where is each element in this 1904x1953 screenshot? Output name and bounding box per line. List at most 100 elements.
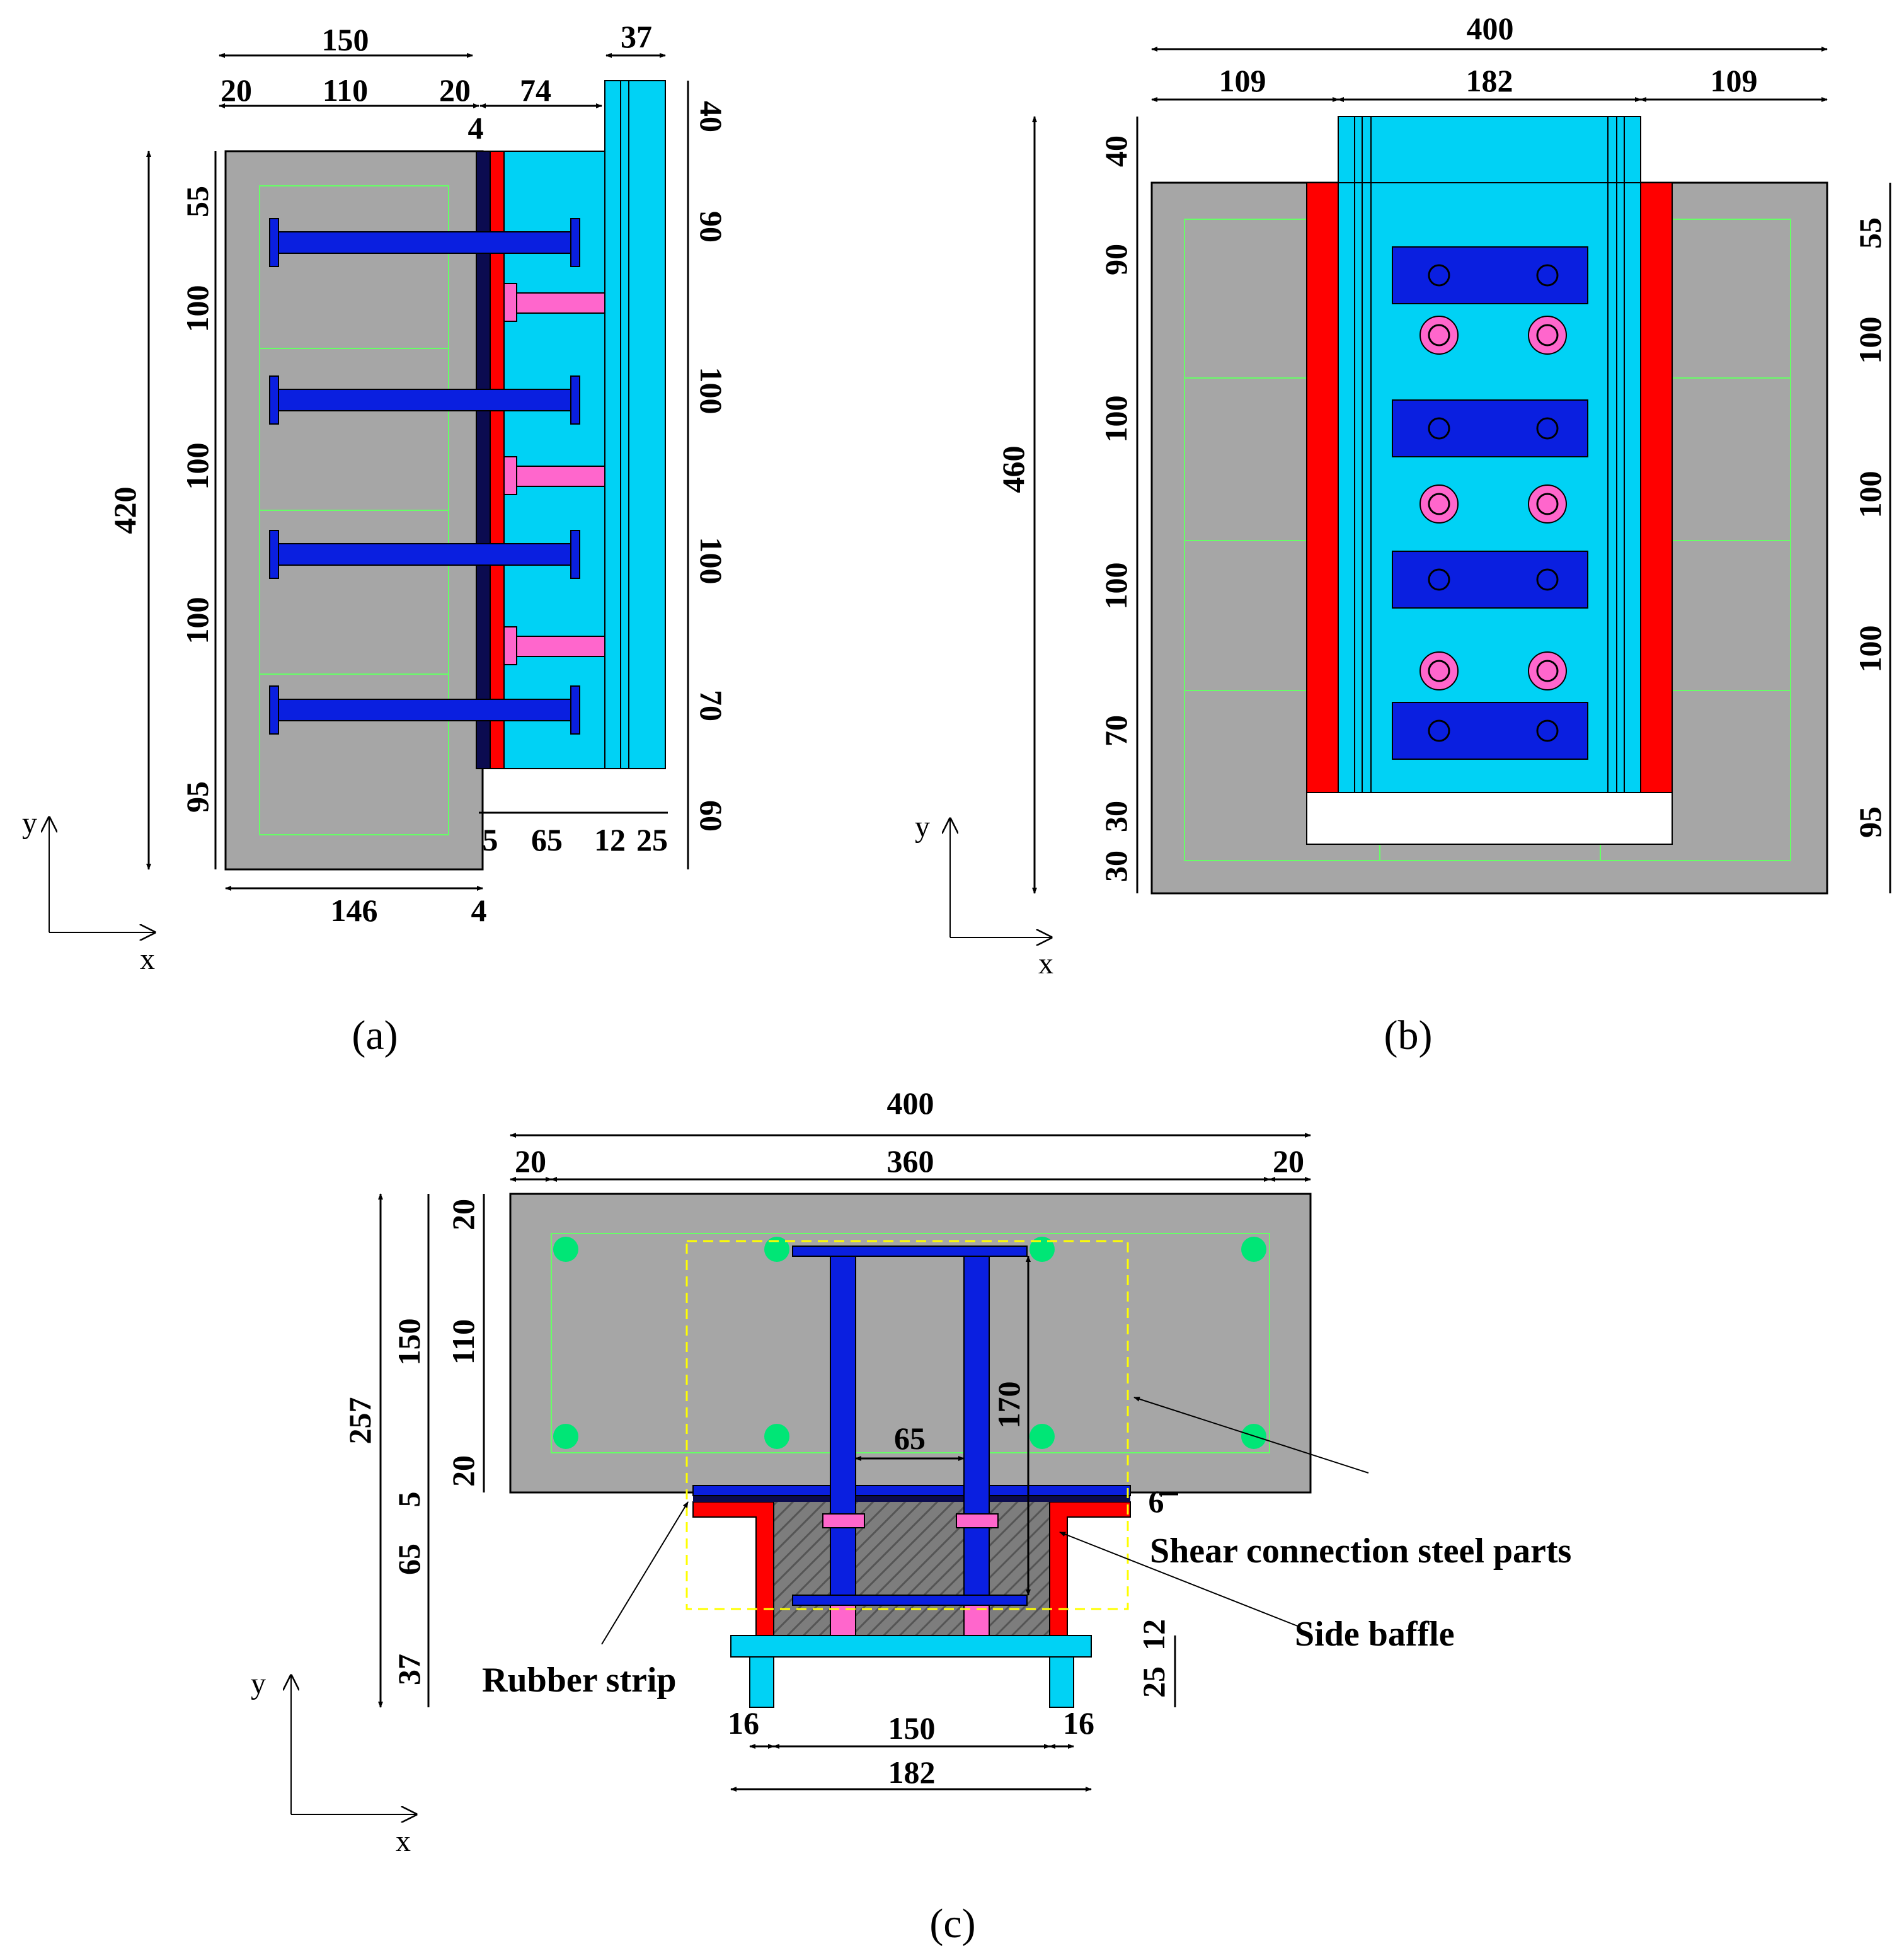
bolt-shank <box>516 466 605 487</box>
dim-text: 182 <box>888 1755 936 1790</box>
hole <box>1428 417 1450 440</box>
label-side-baffle: Side baffle <box>1295 1615 1455 1654</box>
panel-c-axes <box>291 1676 416 1814</box>
cyan-leg <box>1049 1656 1074 1708</box>
rebar <box>1029 1237 1055 1262</box>
hatched-core <box>773 1494 1050 1636</box>
dim-text: 100 <box>694 367 729 415</box>
dim-text: 5 <box>483 822 498 857</box>
cyan-flange <box>604 80 666 769</box>
dim-text: 100 <box>1852 626 1888 673</box>
bolt-head <box>1528 651 1567 690</box>
bolt-shank <box>516 636 605 657</box>
rebar-cage-outline <box>551 1233 1270 1453</box>
bolt-head <box>503 283 517 322</box>
dim-text: 74 <box>520 72 551 108</box>
dim-text: 100 <box>694 537 729 585</box>
dim-text: 400 <box>1467 11 1514 46</box>
panel-caption: (b) <box>1384 1012 1433 1058</box>
axis-label-x: x <box>140 942 155 976</box>
dim-text: 257 <box>342 1397 377 1445</box>
dim-text: 60 <box>694 800 729 832</box>
rebar <box>764 1424 789 1449</box>
dim-text: 37 <box>391 1654 427 1685</box>
dim-text: 65 <box>531 822 563 857</box>
bolt-head <box>1528 316 1567 355</box>
shear-part-outline <box>685 1240 1129 1610</box>
dim-text: 90 <box>694 211 729 243</box>
stud-head <box>570 685 580 735</box>
bolt-head <box>1536 493 1559 515</box>
panel-b-dimension-lines <box>1032 47 1891 894</box>
hole <box>1428 568 1450 591</box>
panel-caption: (a) <box>352 1012 398 1058</box>
stud-shank <box>272 231 575 254</box>
white-gap <box>1306 792 1673 845</box>
cyan-leg <box>749 1656 774 1708</box>
dim-text: 110 <box>445 1319 481 1365</box>
dim-text: 37 <box>621 19 652 54</box>
steel-web <box>963 1256 990 1596</box>
rebar <box>553 1424 578 1449</box>
dim-text: 400 <box>887 1085 934 1121</box>
dim-text: 100 <box>180 443 215 490</box>
bolt-shank <box>963 1605 990 1636</box>
panel-a-dimension-lines <box>146 53 689 891</box>
rebar <box>1241 1237 1266 1262</box>
panel-b-dimension-texts: 400 109 182 109 460 40 90 100 100 70 30 … <box>995 11 1888 882</box>
axis-label-y: y <box>22 806 37 840</box>
dim-text: 20 <box>221 72 252 108</box>
dim-text: 4 <box>471 893 487 928</box>
dim-text: 4 <box>468 110 484 146</box>
shear-studs <box>269 218 580 735</box>
bolt-head <box>1528 484 1567 524</box>
blue-plates <box>1392 246 1588 760</box>
stud-shank <box>272 543 575 566</box>
dim-text: 70 <box>694 690 729 721</box>
dim-text: 25 <box>1136 1666 1171 1698</box>
steel-bottom-plate <box>792 1595 1028 1606</box>
dim-text: 30 <box>1098 801 1133 832</box>
dim-text: 12 <box>1136 1619 1171 1651</box>
dim-text: 109 <box>1711 63 1758 98</box>
bolt-shank <box>516 292 605 314</box>
dim-text: 16 <box>728 1705 759 1741</box>
dim-text: 30 <box>1098 850 1133 882</box>
cyan-flange <box>730 1635 1092 1658</box>
stud-shank <box>272 699 575 721</box>
dim-text: 150 <box>391 1319 427 1366</box>
bolt-head <box>1419 484 1459 524</box>
dim-text: 40 <box>1098 135 1133 167</box>
hole <box>1428 264 1450 287</box>
rebar <box>553 1237 578 1262</box>
axis-label-y: y <box>915 810 930 844</box>
stud-head <box>570 530 580 579</box>
bolt-head <box>503 626 517 665</box>
bolt-head <box>1536 324 1559 346</box>
stud-head <box>269 218 279 267</box>
dim-text: 40 <box>694 101 729 132</box>
hole <box>1428 719 1450 742</box>
hole <box>1536 417 1559 440</box>
dim-text: 109 <box>1219 63 1266 98</box>
bolt-head <box>822 1513 865 1528</box>
rebar <box>1029 1424 1055 1449</box>
bolt-head <box>1428 493 1450 515</box>
dim-text: 65 <box>894 1421 926 1456</box>
panel-b-plan-view: 400 109 182 109 460 40 90 100 100 70 30 … <box>915 11 1891 1058</box>
side-baffle <box>1306 182 1339 793</box>
dim-text: 20 <box>1273 1143 1304 1179</box>
dim-text: 65 <box>391 1544 427 1575</box>
dim-text: 110 <box>323 72 368 108</box>
panel-c-dimension-lines <box>378 1133 1311 1792</box>
steel-plate <box>1392 702 1588 760</box>
dim-text: 55 <box>180 186 215 217</box>
stud-head <box>570 375 580 425</box>
dim-text: 20 <box>439 72 471 108</box>
panel-a-axes <box>49 818 154 932</box>
dim-text: 55 <box>1852 217 1888 249</box>
pink-bolt-heads <box>1419 316 1567 690</box>
bolt-head <box>1536 660 1559 682</box>
dim-text: 170 <box>991 1382 1026 1429</box>
